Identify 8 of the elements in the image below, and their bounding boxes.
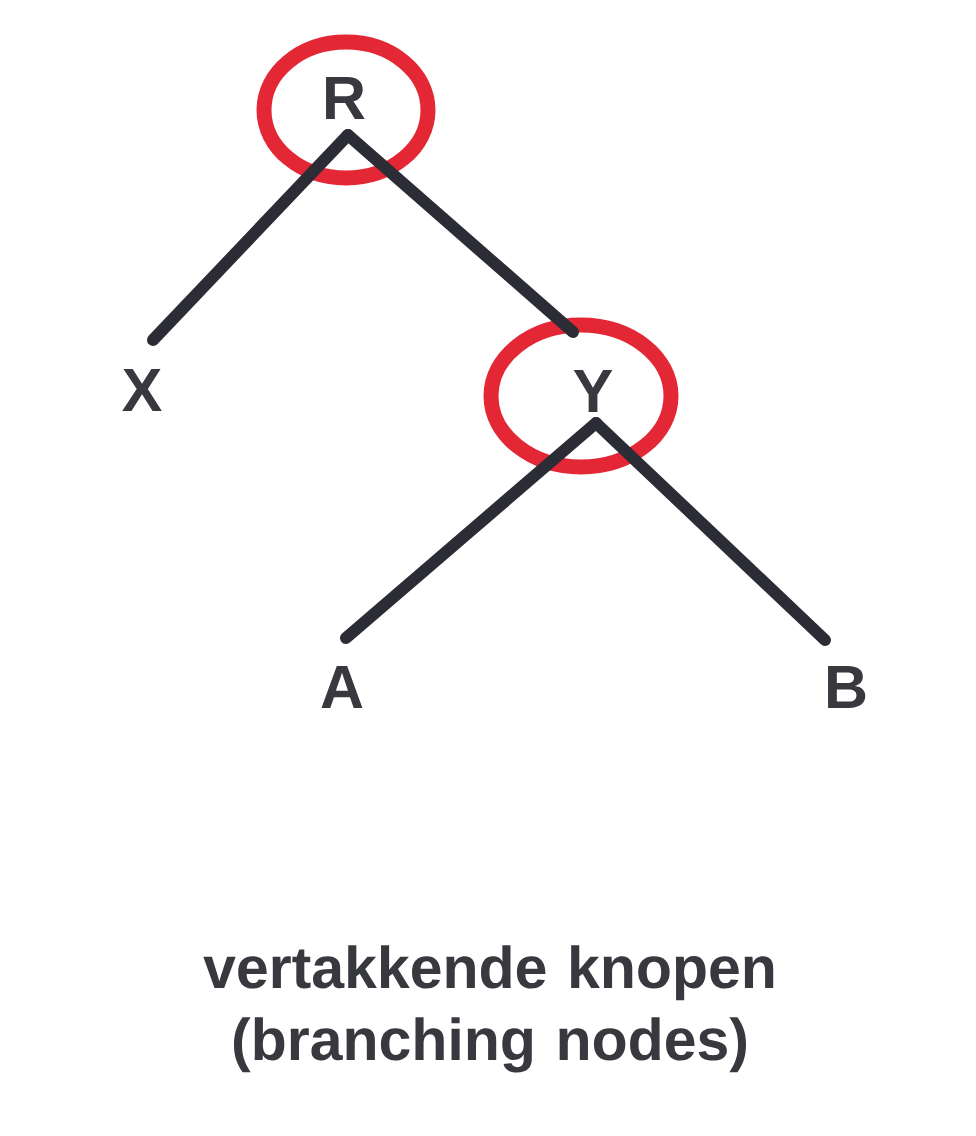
node-label: X xyxy=(122,369,162,411)
caption: vertakkende knopen (branching nodes) xyxy=(203,945,774,1073)
tree-branch xyxy=(342,129,579,338)
circled-node: Y xyxy=(483,317,679,475)
node-label: B xyxy=(828,666,866,708)
circled-node: R xyxy=(256,34,436,186)
node-label: A xyxy=(321,666,363,708)
tree-branch xyxy=(590,417,831,646)
